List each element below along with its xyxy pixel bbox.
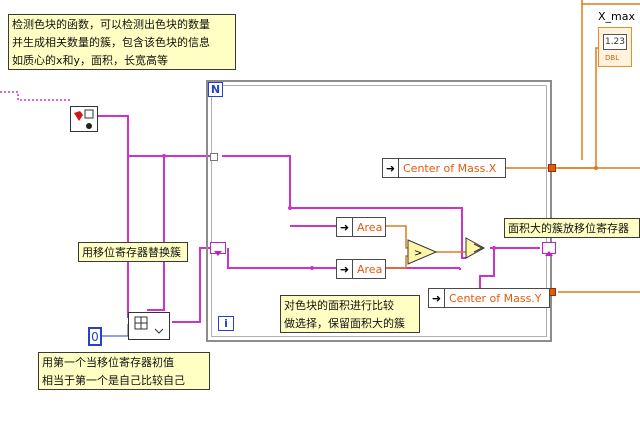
xmax-indicator[interactable]: 1.23 DBL xyxy=(598,27,632,67)
note-first-init: 用第一个当移位寄存器初值 相当于第一个是自己比较自己 xyxy=(38,352,210,390)
right-shift-register xyxy=(542,242,556,256)
unbundle-area-bottom[interactable]: ➜ Area xyxy=(336,259,386,279)
unbundle-arrow-icon: ➜ xyxy=(429,289,445,307)
note-detect-function: 检测色块的函数，可以检测出色块的数量 并生成相关数量的簇，包含该色块的信息 如质… xyxy=(8,14,236,70)
area-top-label: Area xyxy=(357,220,383,234)
note-shift-register: 用移位寄存器替换簇 xyxy=(78,242,188,262)
index-array-glyph xyxy=(134,316,164,334)
center-x-label: Center of Mass.X xyxy=(403,161,497,175)
center-y-label: Center of Mass.Y xyxy=(449,291,542,305)
tunnel-center-x xyxy=(548,164,556,172)
svg-text:>: > xyxy=(414,248,422,259)
unbundle-arrow-icon: ➜ xyxy=(383,159,399,177)
xmax-value: 1.23 xyxy=(603,34,627,50)
note-largest-area: 面积大的簇放移位寄存器 xyxy=(504,218,640,238)
note-compare-area: 对色块的面积进行比较 做选择，保留面积大的簇 xyxy=(280,295,420,333)
area-bottom-label: Area xyxy=(357,262,383,276)
unbundle-center-x[interactable]: ➜ Center of Mass.X xyxy=(382,158,506,178)
unbundle-arrow-icon: ➜ xyxy=(337,260,353,278)
unbundle-area-top[interactable]: ➜ Area xyxy=(336,217,386,237)
unbundle-arrow-icon: ➜ xyxy=(337,218,353,236)
loop-input-tunnel xyxy=(210,153,218,161)
iteration-terminal: i xyxy=(218,316,234,331)
xmax-label: X_max xyxy=(598,10,636,23)
unbundle-center-y[interactable]: ➜ Center of Mass.Y xyxy=(428,288,550,308)
xmax-type: DBL xyxy=(605,54,620,62)
left-shift-register xyxy=(210,242,226,256)
for-loop[interactable] xyxy=(206,80,552,342)
loop-count-terminal[interactable]: N xyxy=(208,82,223,97)
constant-zero[interactable]: 0 xyxy=(88,327,102,346)
blob-detect-icon xyxy=(70,106,98,132)
blob-detect-glyph xyxy=(74,109,94,129)
index-array-node xyxy=(128,312,170,340)
